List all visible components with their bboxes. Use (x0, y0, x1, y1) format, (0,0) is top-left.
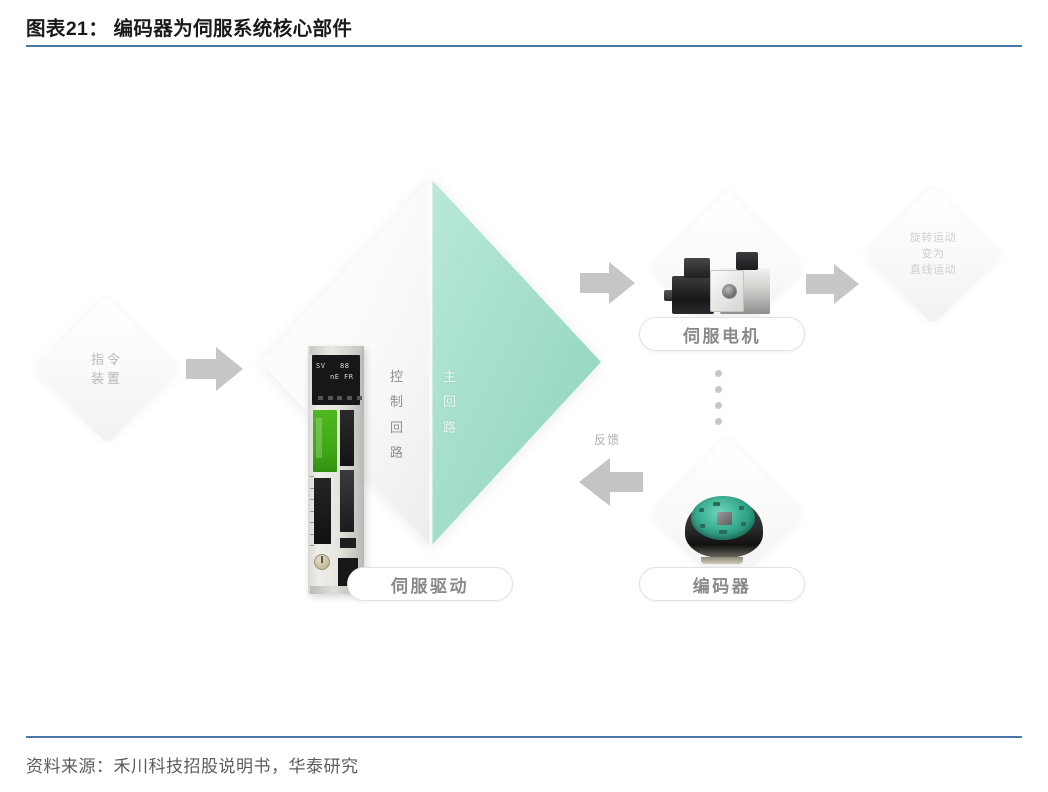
arrow-drive-to-motor-icon (580, 259, 636, 307)
footer-divider (26, 736, 1022, 738)
source-note: 资料来源：禾川科技招股说明书，华泰研究 (26, 757, 359, 776)
drive-rotary-dial (314, 554, 330, 570)
encoder-pcb (691, 496, 755, 540)
drive-top-cap (310, 346, 362, 355)
page-title: 图表21： 编码器为伺服系统核心部件 (26, 12, 1022, 41)
encoder-image (681, 492, 773, 564)
motor-black-connector (684, 258, 710, 278)
link-dot (715, 386, 722, 393)
motor-silver-connector (736, 252, 758, 270)
figure-separator: ： (88, 19, 109, 40)
diagram-canvas: 指令 装置 (0, 56, 1048, 732)
drive-display-seg2: 88 (340, 362, 350, 370)
motion-conversion-diamond (863, 185, 1003, 325)
encoder-pcb-component (719, 530, 727, 534)
figure-label: 图表 (26, 19, 66, 40)
arrow-motor-to-motion-icon (806, 261, 860, 307)
figure-number: 21 (65, 18, 89, 40)
header-divider (26, 45, 1022, 47)
encoder-base (701, 557, 743, 564)
servo-drive-pill-label: 伺服驱动 (347, 567, 513, 601)
encoder-pcb-component (713, 502, 720, 506)
arrow-feedback-to-drive-icon (578, 454, 644, 510)
motor-silver-shaft-hub (722, 284, 737, 299)
link-dot (715, 402, 722, 409)
command-device-diamond (33, 296, 181, 444)
encoder-pcb-component (741, 522, 746, 526)
encoder-pill-label: 编码器 (639, 567, 805, 601)
drive-display-panel: SV 88 nE FR (312, 355, 362, 405)
drive-connector-slot-b (340, 470, 354, 532)
encoder-pcb-component (699, 508, 704, 512)
drive-display-seg4: FR (344, 373, 354, 381)
servo-drive-device-image: SV 88 nE FR (308, 346, 364, 594)
servo-motor-image (664, 246, 790, 334)
figure-title-text: 编码器为伺服系统核心部件 (113, 19, 353, 40)
motor-black-shaft (664, 290, 676, 301)
encoder-pcb-component (700, 524, 705, 528)
feedback-edge-label: 反馈 (594, 433, 621, 447)
drive-display-seg1: SV (316, 362, 326, 370)
drive-base-cap (310, 586, 362, 594)
motor-black-body (672, 276, 714, 314)
drive-button-row (316, 394, 364, 401)
link-dot (715, 418, 722, 425)
encoder-pcb-component (739, 506, 744, 510)
drive-green-panel (313, 410, 337, 472)
drive-connector-slot-a (340, 410, 354, 466)
drive-connector-slot-c (314, 478, 331, 544)
drive-port-1 (340, 538, 356, 548)
servo-motor-pill-label: 伺服电机 (639, 317, 805, 351)
encoder-chip (717, 512, 732, 525)
link-dot (715, 370, 722, 377)
drive-display-seg3: nE (330, 373, 340, 381)
arrow-command-to-drive-icon (186, 344, 244, 394)
motor-encoder-dotted-link (715, 370, 722, 425)
figure-header: 图表21： 编码器为伺服系统核心部件 (26, 12, 1022, 41)
drive-vent-ticks (310, 476, 314, 546)
